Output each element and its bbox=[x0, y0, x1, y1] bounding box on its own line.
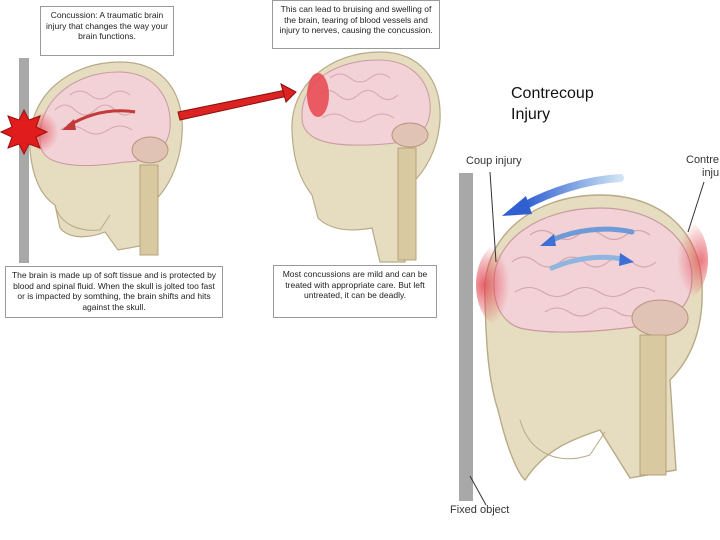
caption-brain-shift: The brain is made up of soft tissue and … bbox=[5, 266, 223, 318]
right-spine bbox=[639, 334, 667, 476]
middle-spine bbox=[397, 147, 417, 261]
contre-label-line1: Contre bbox=[686, 154, 720, 166]
caption-concussion-definition: Concussion: A traumatic brain injury tha… bbox=[40, 6, 174, 56]
right-head bbox=[459, 171, 708, 506]
right-jaw bbox=[519, 419, 606, 460]
middle-bruise bbox=[307, 73, 329, 117]
impact-starburst-icon bbox=[0, 108, 49, 156]
contrecoup-title-line1: Contrecoup bbox=[511, 85, 594, 102]
right-cerebellum bbox=[631, 299, 689, 337]
left-cerebellum bbox=[131, 136, 169, 164]
caption-treatment: Most concussions are mild and can be tre… bbox=[273, 265, 437, 318]
blue-arrow-inner-bottom bbox=[549, 254, 625, 271]
blue-arrow-inner-top-head bbox=[540, 234, 556, 246]
coup-bruise bbox=[476, 243, 528, 327]
middle-cerebellum bbox=[391, 122, 429, 148]
blue-arrow-outer bbox=[520, 174, 624, 210]
left-bruise bbox=[30, 110, 74, 154]
blue-arrow-inner-bottom-head bbox=[619, 253, 634, 266]
left-spine bbox=[139, 164, 159, 256]
left-head bbox=[19, 58, 183, 263]
contre-label-line2: inju bbox=[702, 167, 720, 179]
blue-arrow-inner-top bbox=[549, 226, 635, 243]
right-brain-folds bbox=[511, 229, 657, 317]
fixed-object-leader-line bbox=[469, 475, 487, 506]
middle-brain-folds bbox=[317, 73, 399, 123]
contrecoup-title: Contrecoup Injury bbox=[511, 83, 594, 125]
coup-injury-label: Coup injury bbox=[466, 155, 522, 167]
left-motion-arrowhead bbox=[62, 119, 76, 130]
caption-bruising-swelling: This can lead to bruising and swelling o… bbox=[272, 0, 440, 49]
contrecoup-injury-label: Contre inju bbox=[686, 154, 720, 180]
middle-head bbox=[291, 51, 441, 263]
contrecoup-title-line2: Injury bbox=[511, 106, 551, 123]
left-wall bbox=[19, 58, 29, 263]
left-jaw bbox=[54, 204, 111, 231]
blue-arrow-outer-head bbox=[502, 196, 532, 216]
contre-leader-line bbox=[687, 181, 705, 233]
coup-leader-line bbox=[489, 171, 497, 263]
contrecoup-bruise bbox=[660, 220, 708, 300]
fixed-object-wall bbox=[459, 173, 473, 501]
red-direction-arrow bbox=[177, 83, 297, 121]
fixed-object-label: Fixed object bbox=[450, 504, 510, 516]
